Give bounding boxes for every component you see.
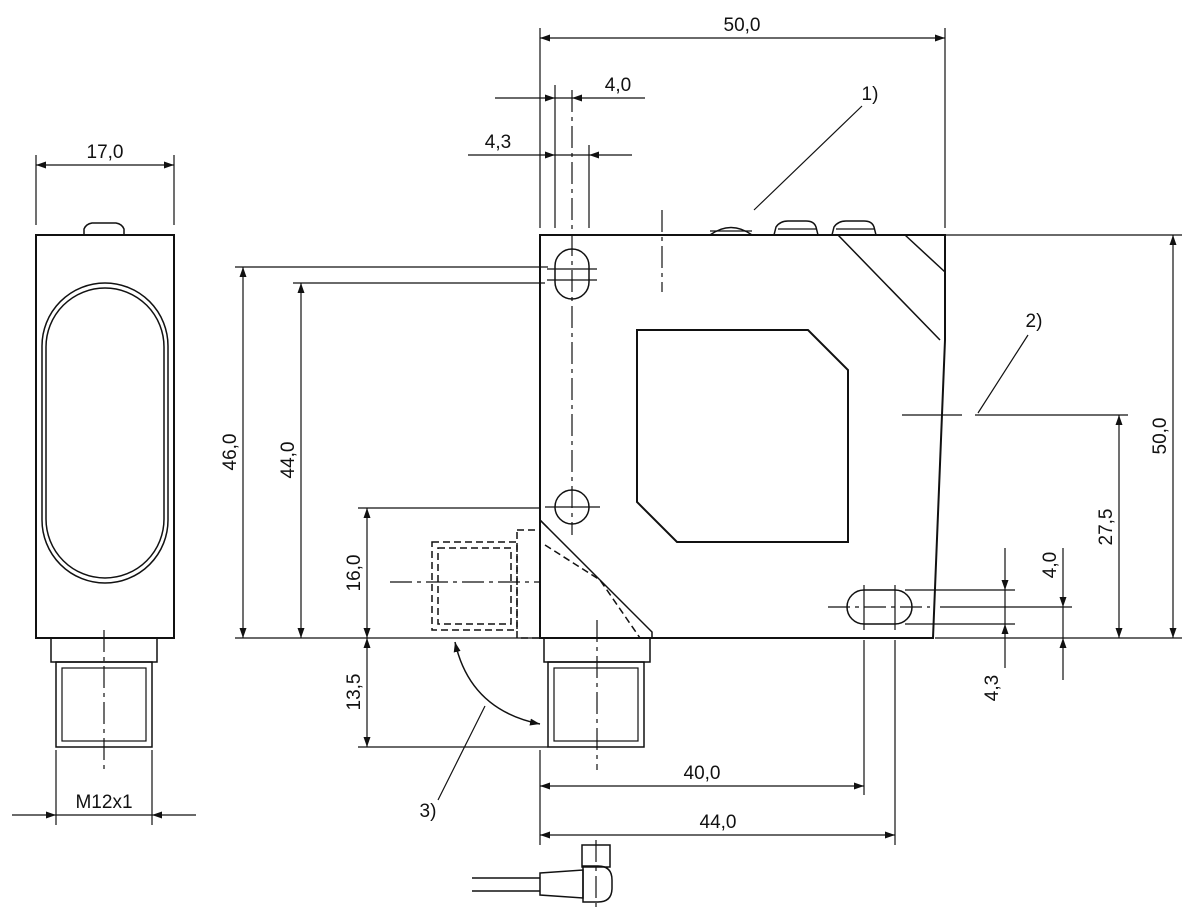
led-indicator-1 — [709, 226, 753, 236]
side-view-lens-inner — [45, 287, 165, 579]
label-connector-height: 16,0 — [344, 555, 365, 592]
front-view-lens-window — [636, 329, 849, 543]
leader-callout-1 — [753, 105, 863, 211]
led-indicator-3 — [831, 220, 877, 236]
label-callout-2: 2) — [1026, 311, 1043, 332]
leader-callout-2 — [977, 334, 1029, 414]
connector-rotated-dashed — [390, 529, 641, 639]
dimension-lines — [235, 28, 1182, 845]
led-indicator-2 — [773, 220, 819, 236]
front-view — [390, 90, 962, 770]
label-height-right: 50,0 — [1150, 418, 1171, 455]
front-view-connector-nut — [547, 661, 645, 748]
side-view-led-top — [83, 222, 125, 235]
label-height-inner: 44,0 — [278, 442, 299, 479]
rotation-arc — [453, 641, 541, 726]
label-side-width: 17,0 — [87, 142, 124, 163]
label-slot-span: 44,0 — [700, 812, 737, 833]
label-height-outer: 46,0 — [220, 434, 241, 471]
label-thread: M12x1 — [75, 792, 132, 813]
label-slot-height: 4,0 — [1040, 552, 1061, 578]
side-view-lens-outer — [41, 282, 169, 584]
label-slot-width: 4,3 — [982, 675, 1003, 701]
label-hole-a: 4,0 — [605, 75, 631, 96]
side-view — [12, 155, 196, 825]
leader-callout-3 — [437, 705, 486, 801]
label-axis-height: 27,5 — [1096, 509, 1117, 546]
front-view-housing — [539, 234, 946, 639]
label-hole-b: 4,3 — [485, 132, 511, 153]
label-callout-3: 3) — [420, 801, 437, 822]
cable-connector-detail — [472, 840, 613, 910]
label-hole-span: 40,0 — [684, 763, 721, 784]
label-top-width: 50,0 — [724, 15, 761, 36]
label-callout-1: 1) — [862, 84, 879, 105]
labels: 50,0 4,0 4,3 17,0 1) 2) 3) 46,0 44,0 16,… — [75, 15, 1171, 833]
label-connector-length: 13,5 — [344, 674, 365, 711]
